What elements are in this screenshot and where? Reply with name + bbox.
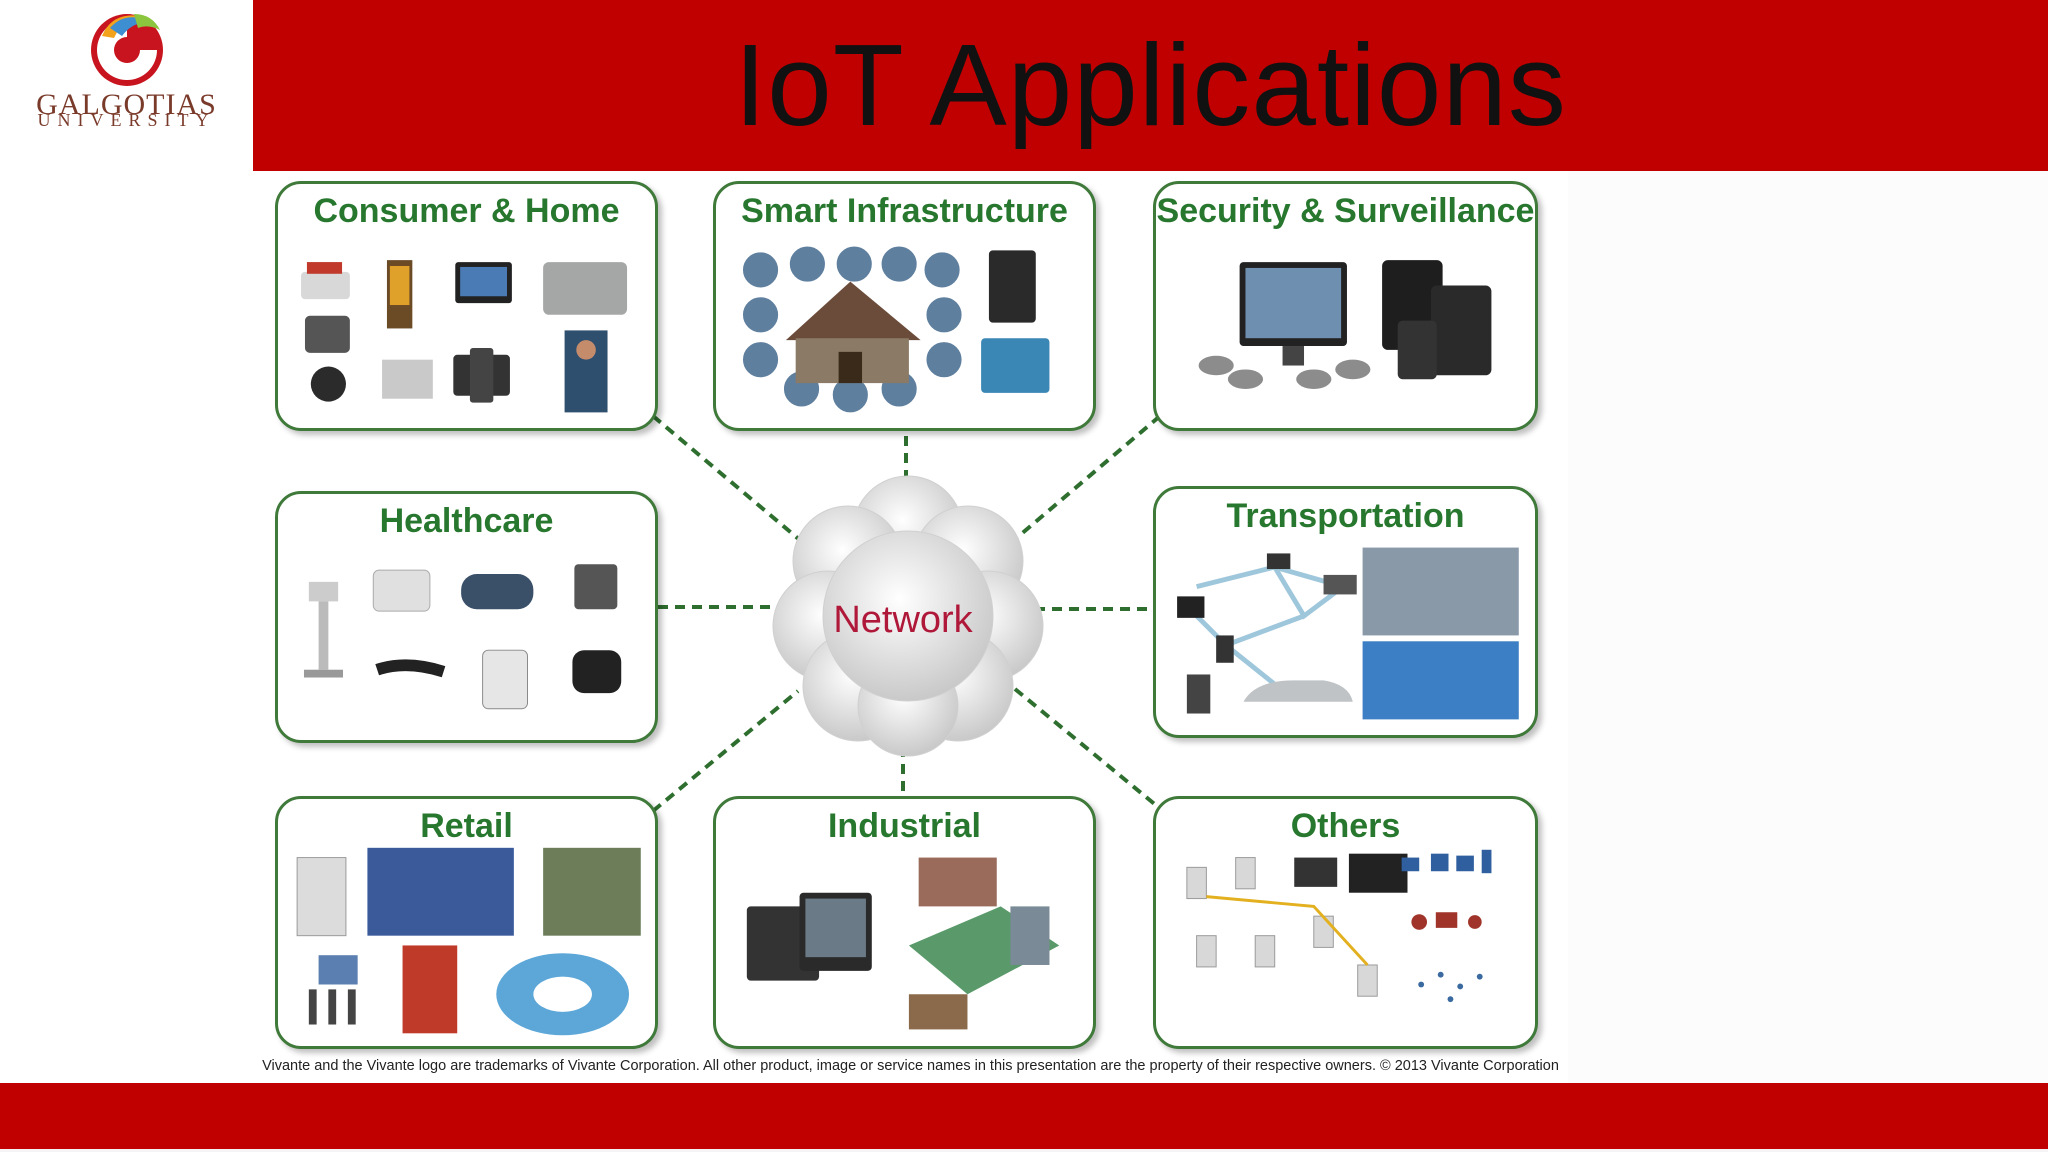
smart-home-icon — [741, 244, 1050, 415]
network-label: Network — [833, 599, 973, 641]
bottom-band — [0, 1083, 2048, 1149]
link-others — [1013, 687, 1165, 813]
card-title-security-surveillance: Security & Surveillance — [1156, 192, 1535, 230]
card-healthcare: Healthcare — [275, 491, 658, 743]
card-title-retail: Retail — [420, 807, 513, 845]
consumer-devices-icon — [301, 260, 628, 413]
card-title-others: Others — [1290, 807, 1401, 845]
sensor-network-icon — [1186, 849, 1492, 1003]
card-title-transportation: Transportation — [1226, 497, 1465, 535]
retail-kiosks-icon — [296, 847, 641, 1036]
card-consumer-home: Consumer & Home — [275, 181, 658, 431]
link-security-surveillance — [1011, 414, 1162, 543]
card-others: Others — [1153, 796, 1538, 1049]
logo-text-university: UNIVERSITY — [37, 110, 216, 130]
right-margin — [1568, 171, 2048, 1083]
card-title-industrial: Industrial — [827, 807, 982, 845]
network-cloud-icon — [772, 475, 1044, 757]
slide-title: IoT Applications — [734, 20, 1567, 150]
trademark-note: Vivante and the Vivante logo are tradema… — [262, 1058, 1559, 1074]
bottom-border — [0, 1149, 2048, 1152]
card-title-consumer-home: Consumer & Home — [313, 192, 620, 230]
logo-text-name: GALGOTIAS — [36, 88, 217, 121]
university-logo: GALGOTIAS UNIVERSITY — [0, 0, 253, 171]
surveillance-cameras-icon — [1198, 260, 1492, 389]
card-industrial: Industrial — [713, 796, 1096, 1049]
iot-applications-diagram: Network Consumer & Home — [253, 171, 1568, 1083]
link-retail — [651, 689, 800, 813]
card-title-healthcare: Healthcare — [379, 502, 554, 540]
network-links — [651, 414, 1165, 813]
link-consumer-home — [651, 414, 803, 543]
connected-vehicles-icon — [1177, 547, 1519, 720]
card-smart-infrastructure: Smart Infrastructure — [713, 181, 1096, 431]
card-retail: Retail — [275, 796, 658, 1049]
medical-devices-icon — [303, 564, 622, 710]
industrial-plant-icon — [746, 857, 1060, 1030]
title-band: IoT Applications — [253, 0, 2048, 171]
card-title-smart-infrastructure: Smart Infrastructure — [741, 192, 1068, 230]
card-transportation: Transportation — [1153, 486, 1538, 738]
card-security-surveillance: Security & Surveillance — [1153, 181, 1538, 431]
galgotias-logo-icon — [91, 14, 163, 86]
